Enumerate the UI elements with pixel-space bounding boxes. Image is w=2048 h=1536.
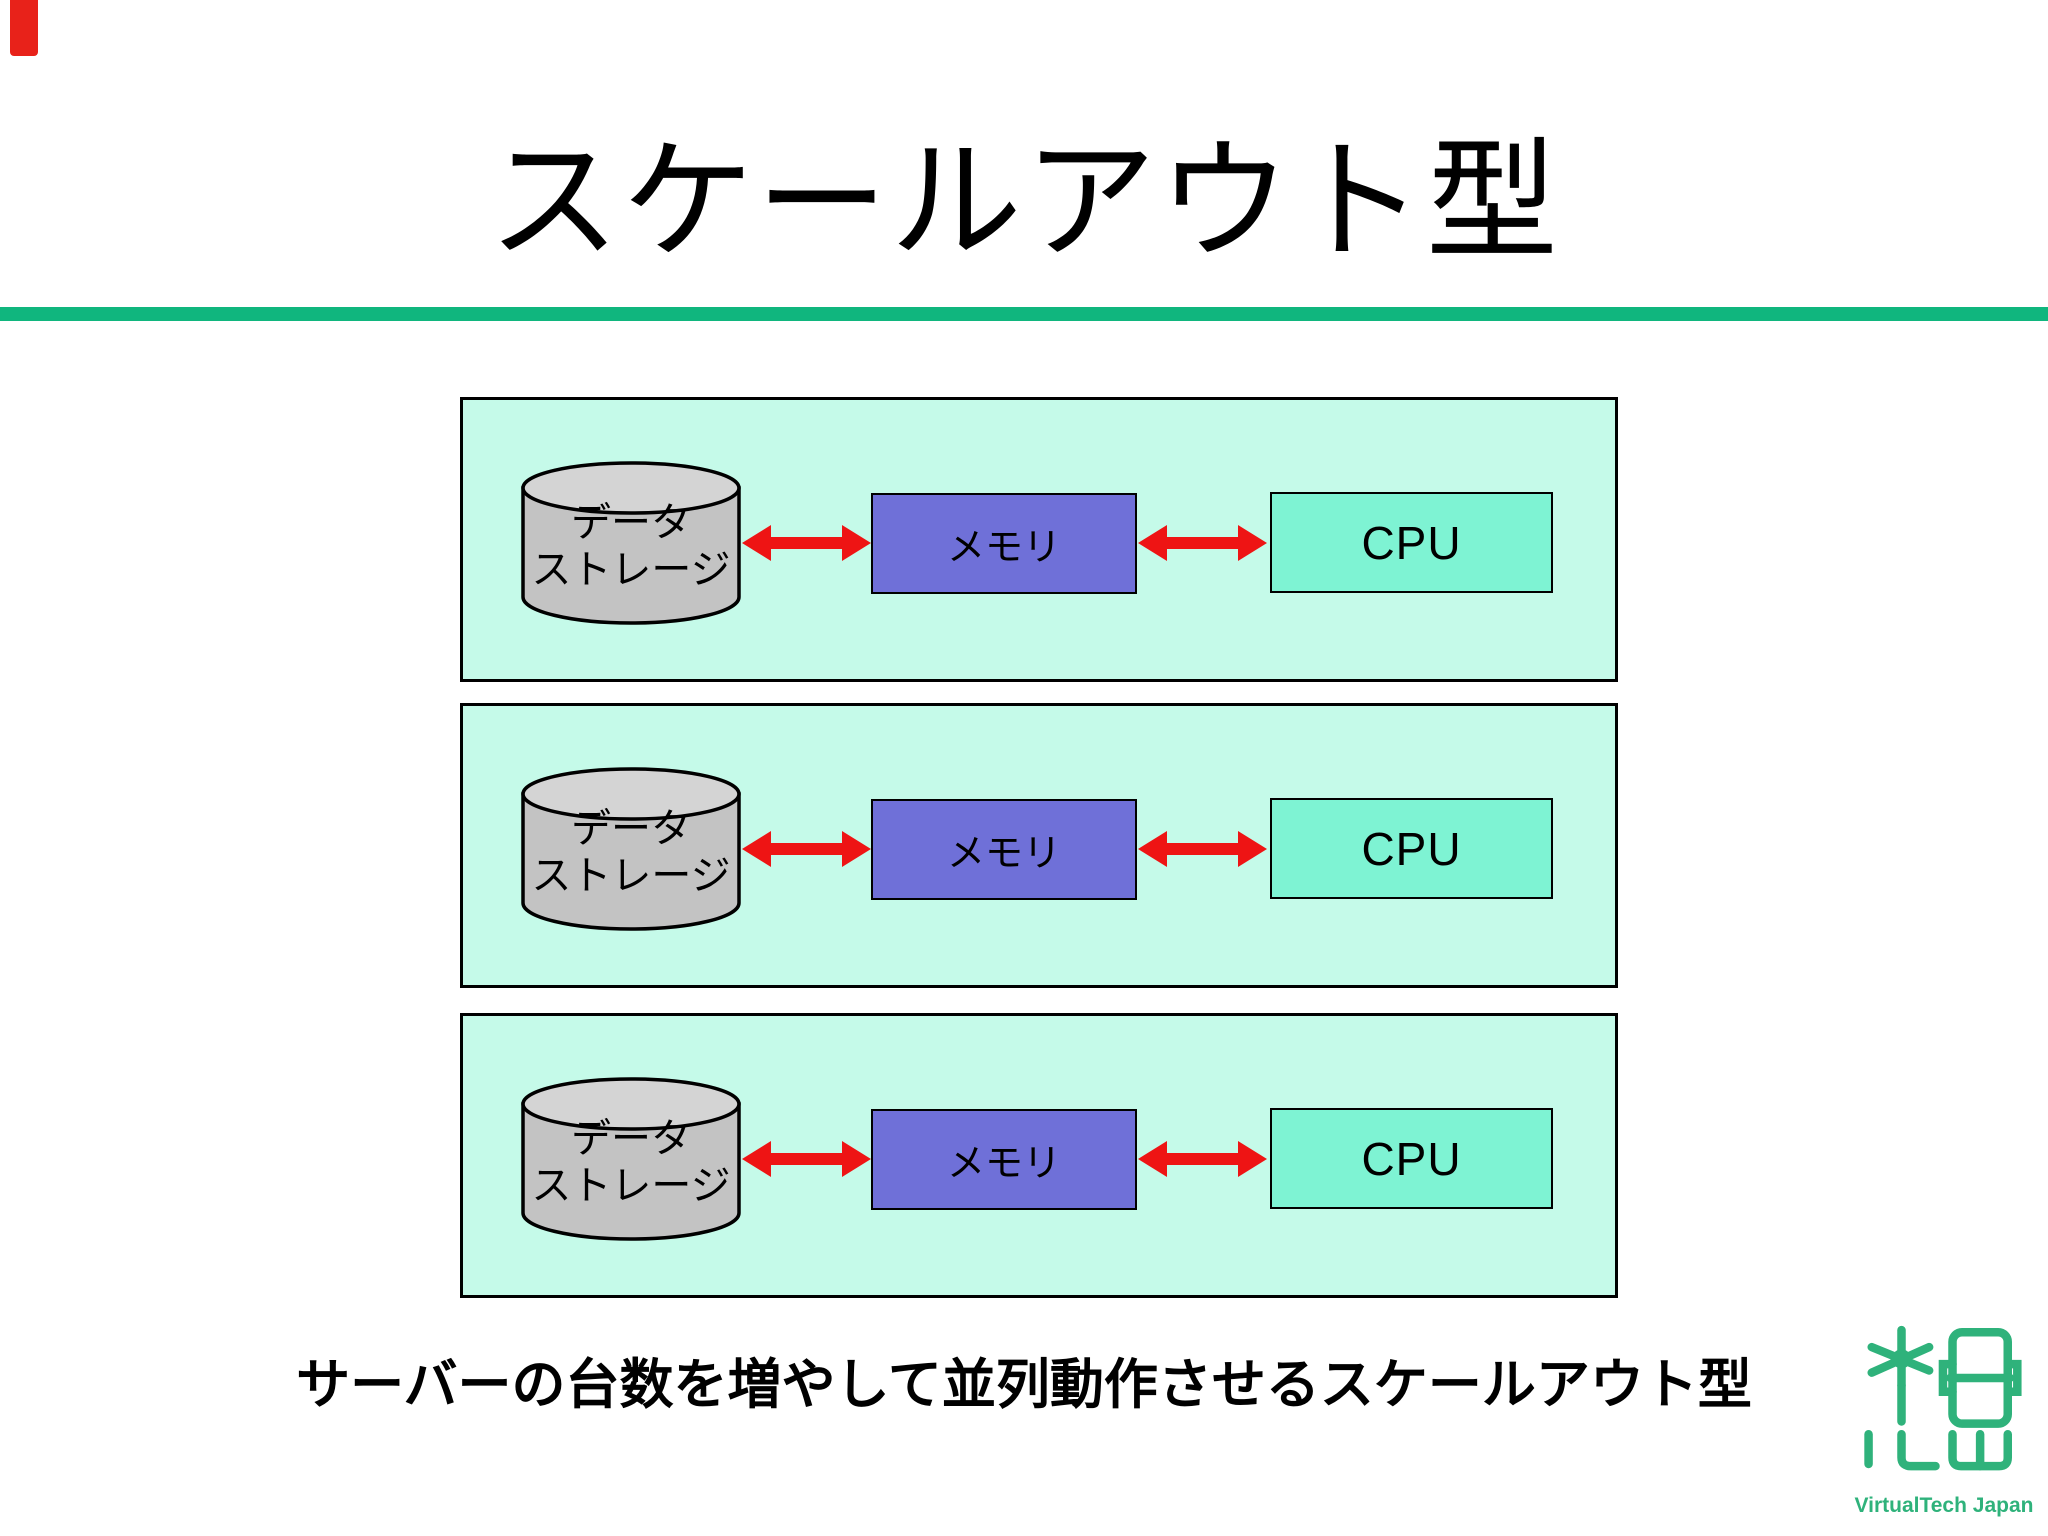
storage-label-line1: データ <box>571 501 691 545</box>
memory-box: メモリ <box>871 799 1137 900</box>
storage-label-line1: データ <box>571 807 691 851</box>
slide-caption: サーバーの台数を増やして並列動作させるスケールアウト型 <box>296 1355 1752 1415</box>
storage-label: データ ストレージ <box>519 806 743 900</box>
cpu-label: CPU <box>1361 1132 1462 1185</box>
corner-marker <box>10 0 38 56</box>
bidirectional-arrow-icon <box>742 525 871 561</box>
page-title: スケールアウト型 <box>488 128 1560 275</box>
bidirectional-arrow-icon <box>1138 831 1267 867</box>
bidirectional-arrow-icon <box>1138 1141 1267 1177</box>
storage-cylinder-icon <box>521 461 741 625</box>
data-storage-3: データ ストレージ <box>519 1076 743 1244</box>
server-node-3: データ ストレージ メモリ CPU <box>460 1013 1618 1298</box>
bidirectional-arrow-icon <box>1138 525 1267 561</box>
cpu-box: CPU <box>1270 798 1553 899</box>
data-storage-1: データ ストレージ <box>519 460 743 628</box>
bidirectional-arrow-icon <box>742 1141 871 1177</box>
storage-label: データ ストレージ <box>519 1116 743 1210</box>
cpu-label: CPU <box>1361 516 1462 569</box>
server-node-1: データ ストレージ メモリ CPU <box>460 397 1618 682</box>
server-node-2: データ ストレージ メモリ CPU <box>460 703 1618 988</box>
logo-text: VirtualTech Japan <box>1854 1494 2034 1517</box>
storage-label-line2: ストレージ <box>531 854 731 898</box>
memory-label: メモリ <box>946 527 1061 569</box>
storage-label-line1: データ <box>571 1117 691 1161</box>
cpu-box: CPU <box>1270 1108 1553 1209</box>
virtualtech-logo: VirtualTech Japan <box>1855 1322 2033 1532</box>
cpu-label: CPU <box>1361 822 1462 875</box>
virtualtech-logo-icon <box>1864 1325 2022 1471</box>
memory-box: メモリ <box>871 493 1137 594</box>
storage-cylinder-icon <box>521 767 741 931</box>
storage-label-line2: ストレージ <box>531 1164 731 1208</box>
memory-label: メモリ <box>946 1143 1061 1185</box>
storage-cylinder-icon <box>521 1077 741 1241</box>
memory-box: メモリ <box>871 1109 1137 1210</box>
storage-label: データ ストレージ <box>519 500 743 594</box>
data-storage-2: データ ストレージ <box>519 766 743 934</box>
bidirectional-arrow-icon <box>742 831 871 867</box>
title-divider-line <box>0 307 2048 321</box>
storage-label-line2: ストレージ <box>531 548 731 592</box>
memory-label: メモリ <box>946 833 1061 875</box>
cpu-box: CPU <box>1270 492 1553 593</box>
